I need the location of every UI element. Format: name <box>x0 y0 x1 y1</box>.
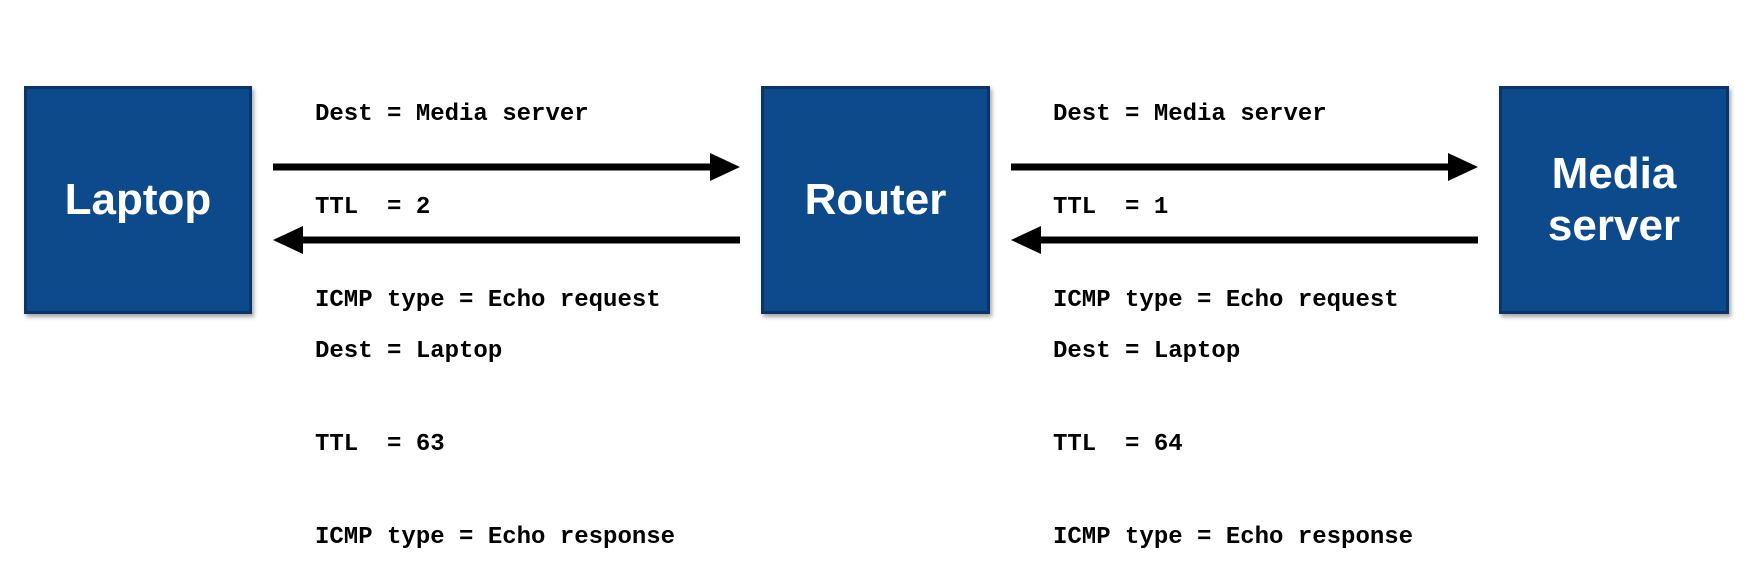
packet-router-to-media-server: Dest = Media server TTL = 1 ICMP type = … <box>1053 37 1399 347</box>
arrow-laptop-to-router <box>273 153 740 181</box>
packet-dest: Dest = Laptop <box>1053 338 1241 365</box>
packet-ttl: TTL = 63 <box>315 431 445 458</box>
packet-icmp-type: ICMP type = Echo response <box>1053 524 1414 551</box>
packet-media-server-to-router: Dest = Laptop TTL = 64 ICMP type = Echo … <box>1053 274 1413 584</box>
laptop-node: Laptop <box>24 86 252 314</box>
packet-router-to-laptop: Dest = Laptop TTL = 63 ICMP type = Echo … <box>315 274 675 584</box>
packet-dest: Dest = Laptop <box>315 338 503 365</box>
packet-laptop-to-router: Dest = Media server TTL = 2 ICMP type = … <box>315 37 661 347</box>
packet-icmp-type: ICMP type = Echo request <box>1053 287 1399 314</box>
packet-dest: Dest = Media server <box>1053 101 1327 128</box>
media-server-node: Media server <box>1499 86 1729 314</box>
media-server-node-label: Media server <box>1547 149 1681 250</box>
laptop-node-label: Laptop <box>64 175 212 224</box>
arrow-media-server-to-router <box>1011 226 1478 254</box>
arrow-router-to-laptop <box>273 226 740 254</box>
packet-ttl: TTL = 64 <box>1053 431 1183 458</box>
arrow-router-to-media-server <box>1011 153 1478 181</box>
packet-ttl: TTL = 1 <box>1053 194 1169 221</box>
router-node: Router <box>761 86 990 314</box>
packet-icmp-type: ICMP type = Echo response <box>315 524 676 551</box>
router-node-label: Router <box>804 175 947 224</box>
packet-icmp-type: ICMP type = Echo request <box>315 287 661 314</box>
packet-ttl: TTL = 2 <box>315 194 431 221</box>
arrows-layer <box>273 153 1478 254</box>
packet-dest: Dest = Media server <box>315 101 589 128</box>
